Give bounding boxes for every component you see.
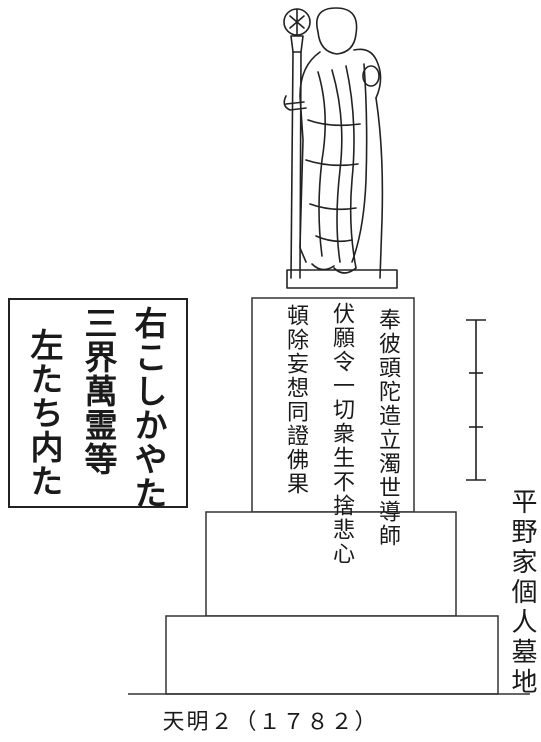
- signpost-column-3: 左たち内た: [25, 328, 64, 498]
- inscription-column-1: 奉彼頭陀造立濁世導師: [375, 308, 400, 548]
- inscription-stone: [251, 297, 415, 513]
- inscription-column-2: 伏願令一切衆生不捨悲心: [329, 302, 354, 566]
- site-label: 平野家個人墓地: [507, 488, 537, 698]
- pedestal-bottom-tier: [165, 615, 499, 695]
- scale-bar: [466, 319, 486, 481]
- inscription-column-3: 頓除妄想同證佛果: [283, 304, 308, 496]
- signpost-column-2: 三界萬霊等: [79, 306, 118, 476]
- statue-head: [316, 7, 358, 55]
- date-caption: 天明２（１７８２）: [162, 710, 379, 735]
- signpost-inscription-box: 右こしかやた 三界萬霊等 左たち内た: [8, 298, 188, 510]
- gourd: [362, 65, 380, 87]
- signpost-column-1: 右こしかやた: [129, 306, 168, 510]
